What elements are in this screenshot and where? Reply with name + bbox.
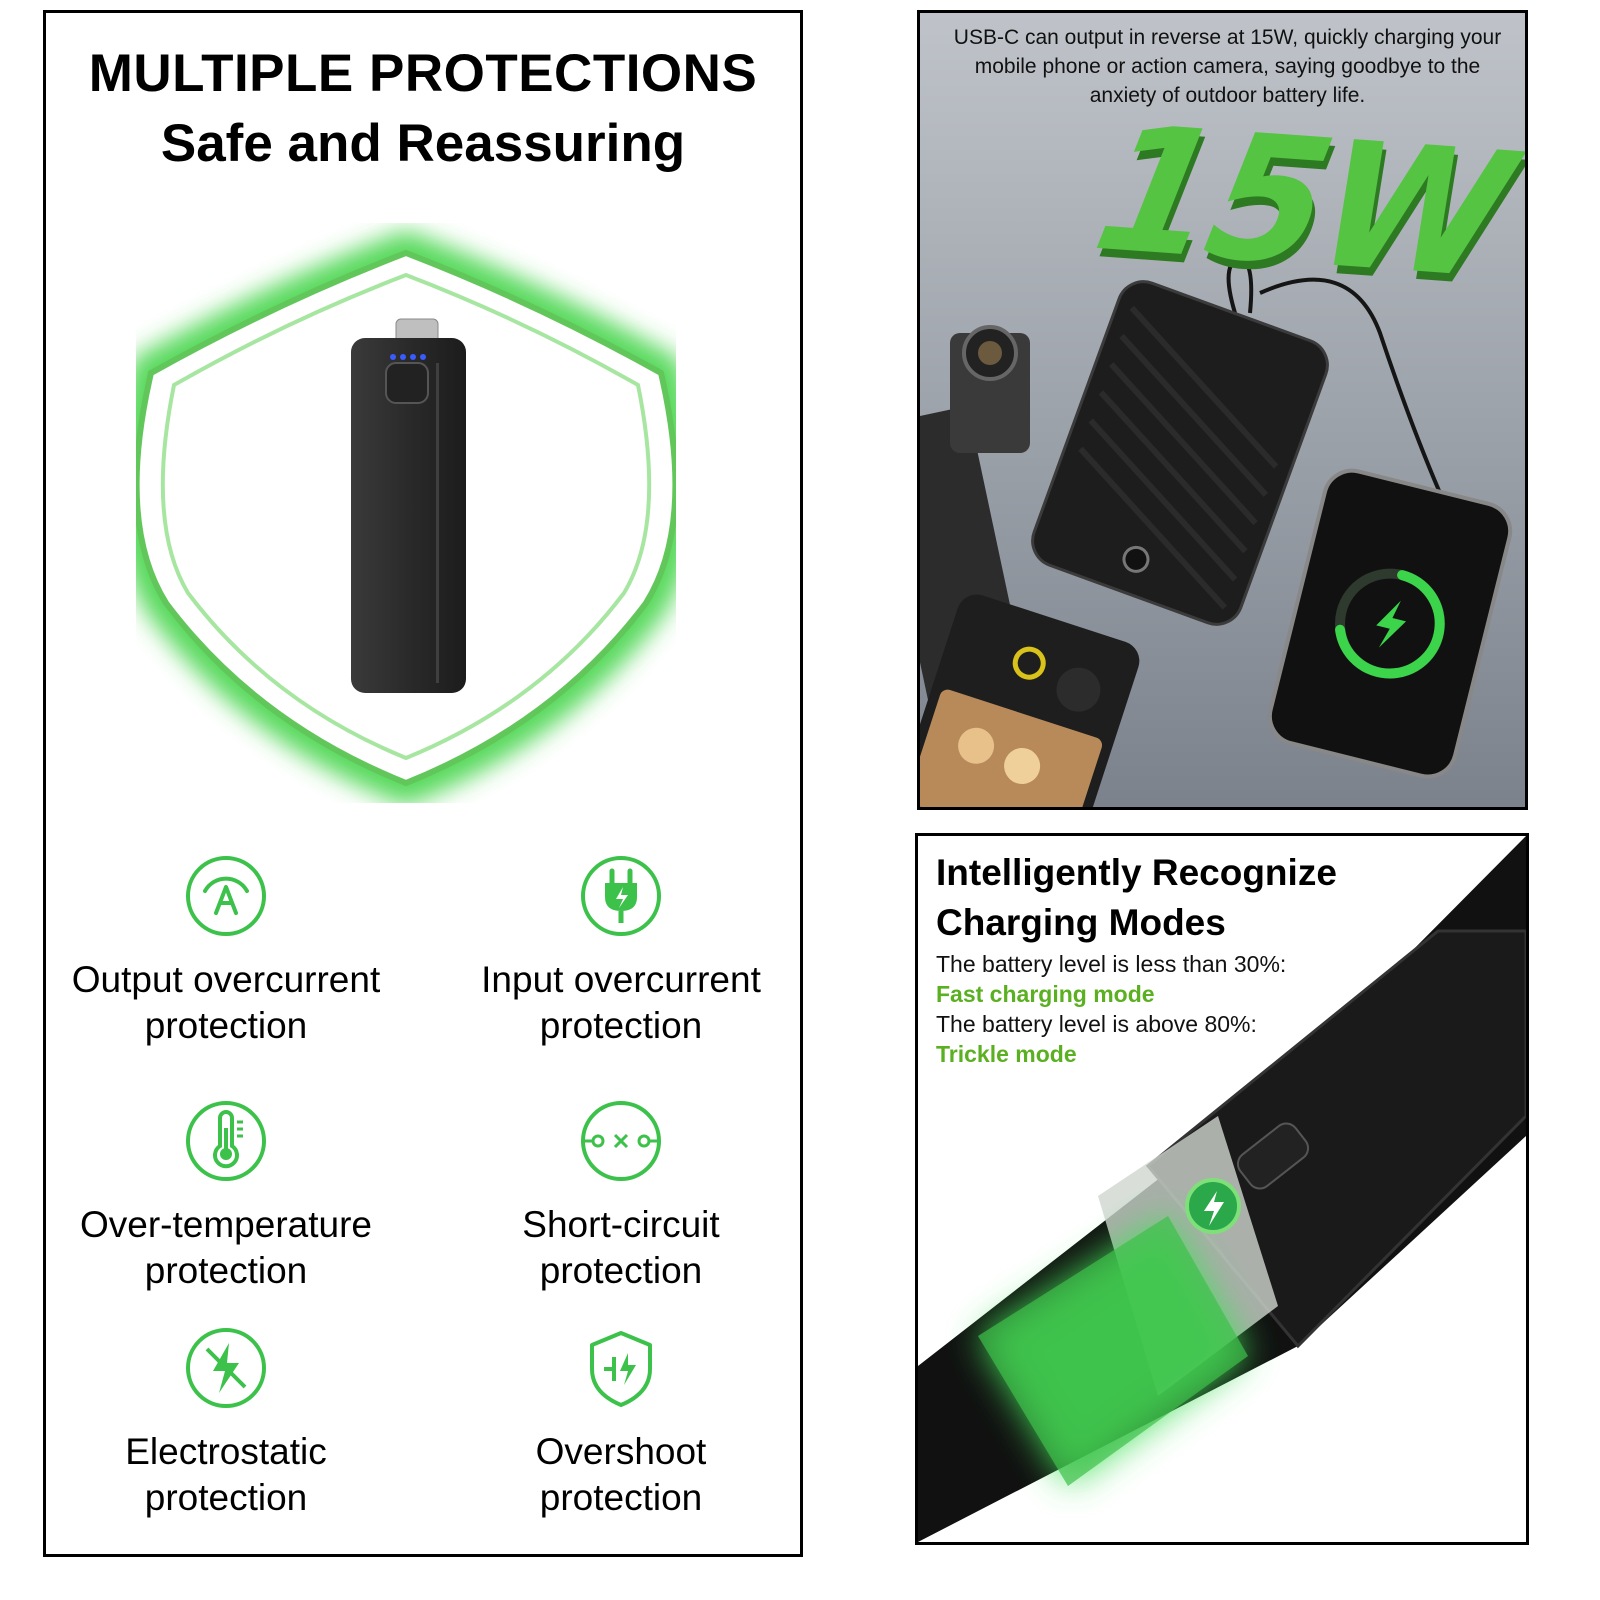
feature-over-temperature: Over-temperature protection	[46, 1098, 416, 1294]
feature-electrostatic: Electrostatic protection	[46, 1325, 416, 1521]
feature-label: Short-circuit protection	[522, 1204, 720, 1291]
panel-subtitle: Safe and Reassuring	[160, 114, 686, 173]
power-bank-charging-photo	[920, 255, 1513, 807]
title-line-2: Charging Modes	[936, 902, 1226, 943]
feature-label: Electrostatic protection	[125, 1431, 327, 1518]
charging-modes-panel: Intelligently Recognize Charging Modes T…	[915, 833, 1529, 1545]
protections-panel: MULTIPLE PROTECTIONS Safe and Reassuring…	[43, 10, 803, 1557]
feature-input-overcurrent: Input overcurrent protection	[431, 853, 800, 1049]
fast-charging-mode-label: Fast charging mode	[936, 981, 1155, 1007]
ampere-icon	[186, 856, 266, 936]
panel-title: Intelligently Recognize Charging Modes	[936, 848, 1337, 948]
wattage-text: 15W	[1061, 89, 1528, 317]
feature-short-circuit: Short-circuit protection	[431, 1098, 800, 1294]
feature-output-overcurrent: Output overcurrent protection	[46, 853, 416, 1049]
action-camera-screen	[920, 689, 1103, 807]
feature-label: Over-temperature protection	[80, 1204, 372, 1291]
battery-insertion-photo	[918, 836, 1526, 1542]
plug-icon	[581, 856, 661, 936]
shield-battery-illustration	[136, 230, 676, 803]
panel-caption: USB-C can output in reverse at 15W, quic…	[953, 26, 1502, 107]
power-bank-body	[1032, 281, 1328, 625]
reverse-charging-panel: 15W USB-C can output in reverse at 15W, …	[917, 10, 1528, 810]
feature-label: Overshoot protection	[535, 1431, 707, 1518]
feature-label: Output overcurrent protection	[71, 959, 381, 1046]
low-battery-text: The battery level is less than 30%:	[936, 951, 1287, 977]
shield-bolt-icon	[590, 1331, 652, 1407]
trickle-mode-label: Trickle mode	[936, 1041, 1077, 1067]
title-line-1: Intelligently Recognize	[936, 852, 1337, 893]
short-circuit-icon	[581, 1101, 661, 1181]
thermometer-icon	[186, 1101, 266, 1181]
high-battery-text: The battery level is above 80%:	[936, 1011, 1257, 1037]
static-bolt-icon	[186, 1328, 266, 1408]
feature-overshoot: Overshoot protection	[431, 1325, 800, 1521]
feature-label: Input overcurrent protection	[481, 959, 761, 1046]
panel-title: MULTIPLE PROTECTIONS	[88, 44, 758, 103]
